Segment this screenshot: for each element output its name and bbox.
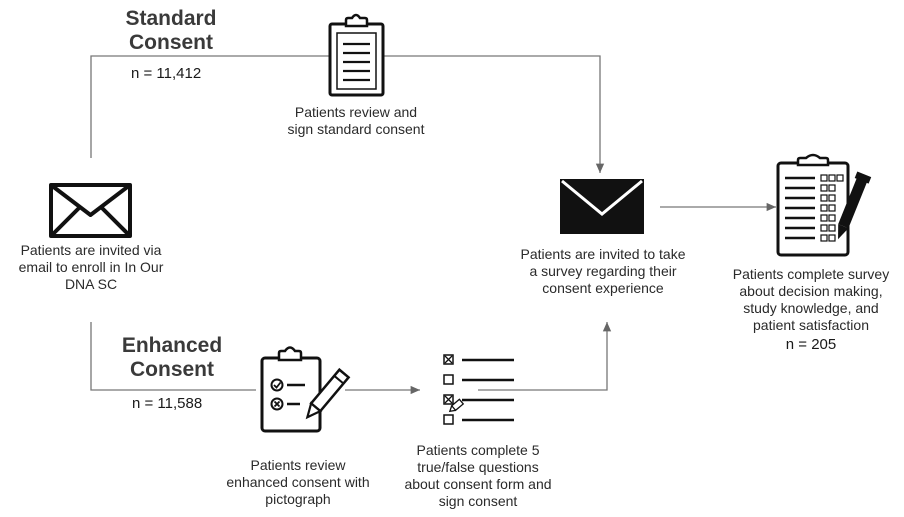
survey-complete-line4: patient satisfaction [753,317,869,333]
envelope-outline-icon [49,183,132,238]
survey-invite-caption: Patients are invited to take a survey re… [505,246,701,297]
standard-consent-heading: Standard Consent [115,7,227,55]
enhanced-review-line3: pictograph [265,491,331,507]
standard-review-line2: sign standard consent [287,121,425,137]
quiz-caption-line4: sign consent [438,493,518,509]
survey-complete-line1: Patients complete survey [732,266,890,282]
standard-review-caption: Patients review and sign standard consen… [266,104,446,138]
quiz-caption: Patients complete 5 true/false questions… [383,442,573,510]
enhanced-consent-heading: Enhanced Consent [112,334,232,382]
standard-heading-line2: Consent [129,31,213,54]
invite-caption-line1: Patients are invited via [20,242,162,258]
quiz-caption-line3: about consent form and [404,476,552,492]
clipboard-survey-pencil-icon [776,153,872,257]
enhanced-n-count: n = 11,588 [132,395,203,412]
clipboard-lines-icon [328,13,385,97]
invite-caption: Patients are invited via email to enroll… [2,242,180,293]
enhanced-branch-connector [90,322,256,391]
survey-complete-caption: Patients complete survey about decision … [718,266,904,353]
survey-invite-line2: a survey regarding their [529,263,677,279]
envelope-filled-icon [560,179,644,234]
survey-invite-line3: consent experience [542,280,664,296]
checkbox-list-icon [443,354,514,425]
standard-heading-line1: Standard [125,7,217,30]
quiz-caption-line1: Patients complete 5 [416,442,540,458]
standard-review-line1: Patients review and [294,104,418,120]
invite-caption-line2: email to enroll in In Our [18,259,164,275]
enhanced-review-caption: Patients review enhanced consent with pi… [208,457,388,508]
invite-caption-line3: DNA SC [64,276,118,292]
survey-complete-line2: about decision making, [739,283,883,299]
quiz-to-survey-connector [478,322,612,391]
quiz-caption-line2: true/false questions [417,459,539,475]
survey-invite-line1: Patients are invited to take [520,246,686,262]
enhanced-heading-line1: Enhanced [121,334,223,357]
standard-n-count: n = 11,412 [131,65,202,82]
survey-complete-line3: study knowledge, and [743,300,879,316]
enhanced-review-line2: enhanced consent with [226,474,370,490]
enhanced-review-line1: Patients review [250,457,346,473]
enhanced-heading-line2: Consent [130,358,214,381]
survey-complete-n-count: n = 205 [785,336,837,353]
clipboard-check-pencil-icon [260,346,351,433]
